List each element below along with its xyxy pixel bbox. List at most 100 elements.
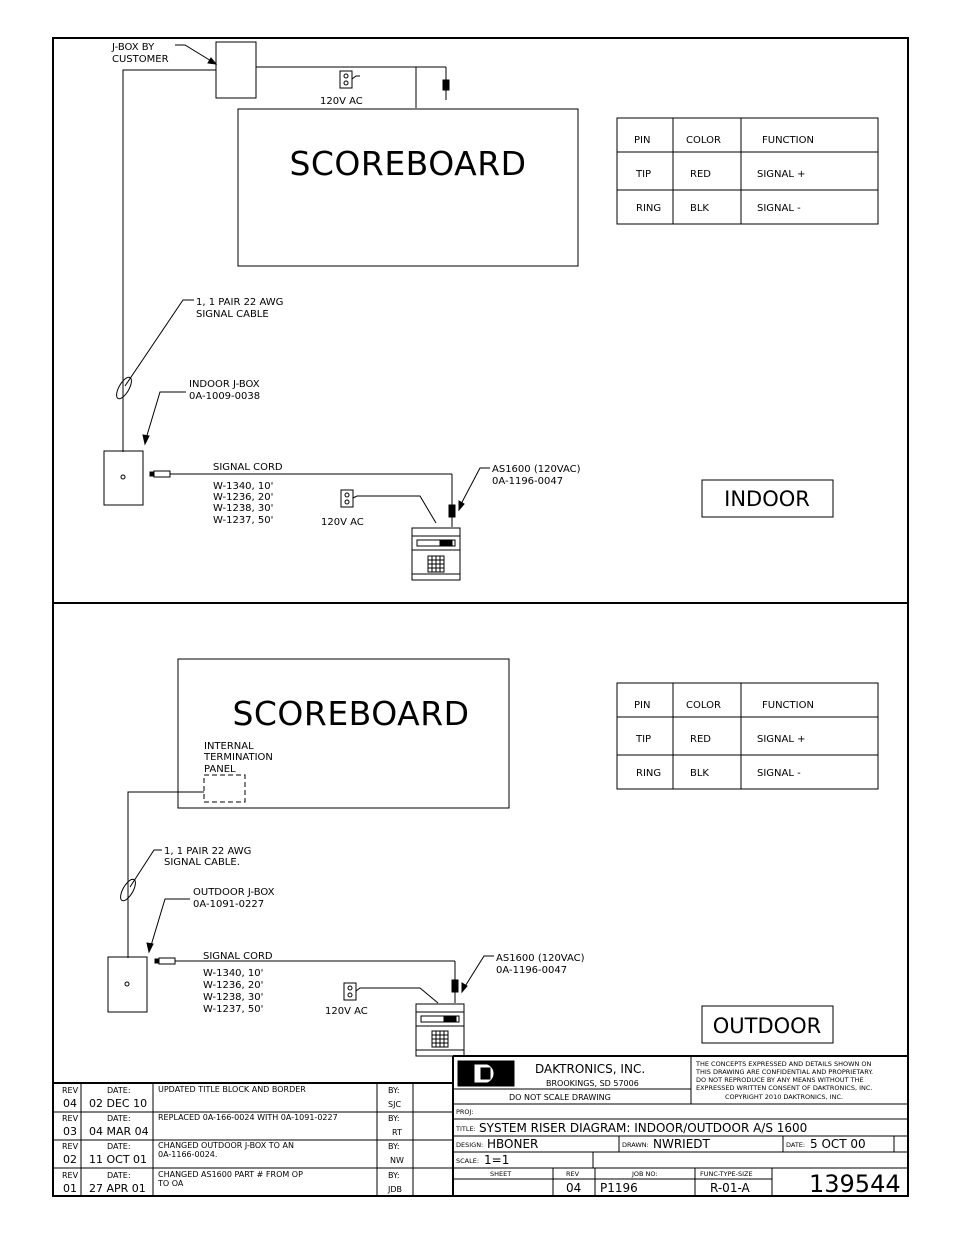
- indoor-controller-label-1: AS1600 (120VAC): [492, 464, 581, 475]
- outlet-socket: [347, 985, 353, 991]
- outdoor-cord-2: W-1236, 20': [203, 980, 263, 991]
- svg-text:DATE:: DATE:: [107, 1171, 131, 1180]
- function-cell: SIGNAL -: [757, 768, 801, 779]
- func-type-size: R-01-A: [710, 1181, 751, 1195]
- outdoor-cable-label-2: SIGNAL CABLE.: [164, 857, 240, 868]
- outlet-cord: [352, 495, 437, 524]
- svg-text:BY:: BY:: [388, 1142, 400, 1151]
- svg-text:27 APR 01: 27 APR 01: [89, 1182, 146, 1195]
- svg-text:NW: NW: [390, 1156, 404, 1165]
- leader-arrow: [142, 434, 150, 446]
- svg-text:REV: REV: [62, 1086, 79, 1095]
- customer-jbox-label-2: CUSTOMER: [112, 54, 169, 65]
- drafter: NWRIEDT: [653, 1137, 711, 1151]
- pin-cell: TIP: [635, 169, 651, 180]
- outdoor-cord-4: W-1237, 50': [203, 1004, 263, 1015]
- indoor-signal-cable: [122, 69, 216, 452]
- cord-plug: [154, 958, 160, 964]
- svg-text:01: 01: [63, 1182, 77, 1195]
- outlet-socket: [344, 499, 350, 505]
- outdoor-power-label: 120V AC: [325, 1006, 368, 1017]
- svg-text:03: 03: [63, 1125, 77, 1138]
- function-header: FUNCTION: [762, 700, 814, 711]
- revision-block: REV 04 DATE: 02 DEC 10 UPDATED TITLE BLO…: [53, 1082, 453, 1196]
- cable-marker: [116, 376, 132, 400]
- revision-row: REV 01 DATE: 27 APR 01 CHANGED AS1600 PA…: [62, 1170, 402, 1195]
- cable-leader: [124, 299, 194, 387]
- svg-text:DATE:: DATE:: [107, 1114, 131, 1123]
- outdoor-controller-label-2: 0A-1196-0047: [496, 965, 567, 976]
- indoor-cord-2: W-1236, 20': [213, 492, 273, 503]
- outlet-icon: [343, 982, 357, 1001]
- cable-marker: [120, 878, 136, 902]
- controller-leader: [463, 955, 494, 989]
- indoor-jbox-label-1: INDOOR J-BOX: [189, 379, 260, 390]
- cord-plug: [448, 504, 456, 518]
- svg-text:REV: REV: [62, 1171, 79, 1180]
- plug-icon: [442, 79, 450, 91]
- svg-text:02 DEC 10: 02 DEC 10: [89, 1097, 147, 1110]
- outdoor-cable-label-1: 1, 1 PAIR 22 AWG: [164, 846, 251, 857]
- outlet-socket: [347, 992, 353, 998]
- jbox-leader: [149, 898, 190, 950]
- outlet-cord: [351, 75, 360, 80]
- rev-label: REV: [566, 1170, 580, 1178]
- svg-text:UPDATED TITLE BLOCK AND BORDER: UPDATED TITLE BLOCK AND BORDER: [158, 1085, 306, 1094]
- cord-plug: [158, 957, 176, 965]
- svg-text:CHANGED OUTDOOR J-BOX TO AN: CHANGED OUTDOOR J-BOX TO AN: [158, 1141, 294, 1150]
- power-label-top: 120V AC: [320, 96, 363, 107]
- outdoor-badge: [701, 1005, 834, 1044]
- color-cell: RED: [690, 734, 711, 745]
- outdoor-section: SCOREBOARD INTERNAL TERMINATION PANEL 1,…: [107, 658, 879, 1057]
- svg-text:SJC: SJC: [388, 1100, 401, 1109]
- cord-plug: [451, 979, 459, 993]
- color-cell: RED: [690, 169, 711, 180]
- pin-cell: RING: [636, 203, 661, 214]
- sheet-border: [52, 37, 909, 1197]
- outdoor-controller-label-1: AS1600 (120VAC): [496, 953, 585, 964]
- indoor-badge-label: INDOOR: [724, 487, 810, 511]
- outdoor-badge-label: OUTDOOR: [713, 1014, 822, 1038]
- indoor-cord-1: W-1340, 10': [213, 481, 273, 492]
- no-scale-note: DO NOT SCALE DRAWING: [509, 1093, 611, 1102]
- svg-text:DATE:: DATE:: [107, 1086, 131, 1095]
- indoor-cord-3: W-1238, 30': [213, 503, 273, 514]
- svg-text:REPLACED 0A-166-0024 WITH 0A-1: REPLACED 0A-166-0024 WITH 0A-1091-0227: [158, 1113, 338, 1122]
- drawn-label: DRAWN:: [622, 1141, 649, 1149]
- function-cell: SIGNAL -: [757, 203, 801, 214]
- outdoor-pin-table: PIN COLOR FUNCTION TIP RED SIGNAL + RING…: [616, 682, 879, 790]
- customer-jbox-leader: [175, 44, 217, 65]
- outdoor-scoreboard-label: SCOREBOARD: [232, 694, 469, 733]
- outdoor-signal-cord-label: SIGNAL CORD: [203, 951, 273, 962]
- cord-plug: [153, 470, 171, 478]
- title-label: TITLE:: [455, 1125, 476, 1133]
- jbox-leader: [144, 391, 186, 443]
- drawing-title: SYSTEM RISER DIAGRAM: INDOOR/OUTDOOR A/S…: [479, 1121, 807, 1135]
- indoor-badge: [701, 479, 834, 518]
- outlet-socket: [344, 492, 350, 498]
- jbox-jack: [124, 981, 130, 987]
- sheet-label: SHEET: [490, 1170, 511, 1178]
- current-rev: 04: [566, 1181, 581, 1195]
- company-name: DAKTRONICS, INC.: [535, 1062, 645, 1076]
- daktronics-logo: [457, 1060, 515, 1087]
- indoor-scoreboard: [237, 108, 579, 267]
- outdoor-jbox: [107, 956, 148, 1013]
- svg-text:JDB: JDB: [387, 1185, 402, 1194]
- svg-text:04 MAR 04: 04 MAR 04: [89, 1125, 149, 1138]
- outlet-cord: [355, 987, 439, 1004]
- indoor-power-label-bottom: 120V AC: [321, 517, 364, 528]
- designer: HBONER: [487, 1137, 538, 1151]
- cable-leader: [129, 849, 162, 888]
- controller-leader: [459, 467, 490, 507]
- svg-text:BY:: BY:: [388, 1171, 400, 1180]
- indoor-signal-cord-label: SIGNAL CORD: [213, 462, 283, 473]
- drawing-scale: 1=1: [484, 1153, 509, 1167]
- function-cell: SIGNAL +: [757, 734, 806, 745]
- panel-label-1: INTERNAL: [204, 741, 254, 752]
- function-cell: SIGNAL +: [757, 169, 806, 180]
- svg-text:0A-1166-0024.: 0A-1166-0024.: [158, 1150, 217, 1159]
- copyright-note: COPYRIGHT 2010 DAKTRONICS, INC.: [725, 1093, 843, 1101]
- pin-cell: RING: [636, 768, 661, 779]
